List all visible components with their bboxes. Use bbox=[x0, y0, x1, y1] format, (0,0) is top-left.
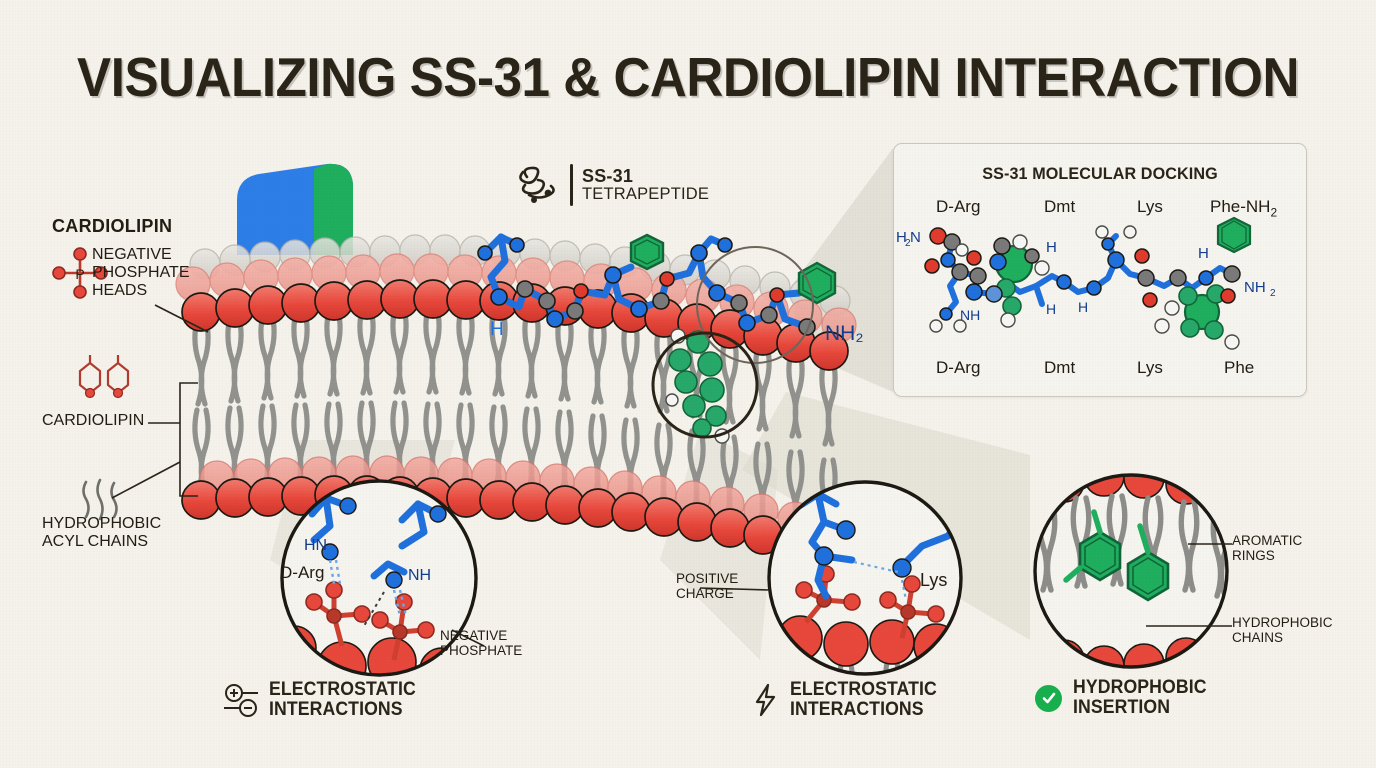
ss31-key-divider bbox=[570, 164, 573, 206]
svg-text:Lys: Lys bbox=[920, 570, 947, 590]
peptide-h-label: H bbox=[490, 319, 504, 340]
callout-electrostatic-lys: Lys bbox=[699, 480, 963, 676]
inserted-aromatic-cluster bbox=[665, 328, 730, 444]
callout-electrostatic-d-arg: HN NH D-Arg bbox=[280, 479, 485, 677]
svg-text:D-Arg: D-Arg bbox=[280, 563, 324, 582]
callout-1-caption-text: ELECTROSTATIC INTERACTIONS bbox=[269, 679, 416, 721]
legend-heading: CARDIOLIPIN bbox=[52, 216, 173, 236]
callout-3-annotation-top: AROMATIC RINGS bbox=[1232, 533, 1303, 564]
callout-hydrophobic-insertion bbox=[1033, 473, 1232, 669]
dock-top-label-3: Phe-NH2 bbox=[1210, 197, 1278, 220]
ss31-peptide-on-membrane: H NH₂ bbox=[477, 233, 863, 345]
legend-label-phosphate-heads: NEGATIVE PHOSPHATE HEADS bbox=[92, 246, 190, 299]
peptide-nh2-label: NH₂ bbox=[825, 322, 863, 345]
page-title: VISUALIZING SS-31 & CARDIOLIPIN INTERACT… bbox=[77, 46, 1299, 108]
svg-text:P: P bbox=[75, 266, 84, 282]
acyl-chains-icon bbox=[82, 478, 118, 521]
svg-text:NH: NH bbox=[960, 307, 980, 323]
svg-text:HN: HN bbox=[304, 537, 327, 554]
callout-2-annotation: POSITIVE CHARGE bbox=[676, 571, 739, 602]
ss31-key-name: SS-31 bbox=[582, 165, 634, 186]
dock-bottom-label-2: Lys bbox=[1137, 358, 1163, 377]
svg-text:NH: NH bbox=[408, 567, 431, 584]
plus-minus-charge-icon bbox=[224, 684, 258, 718]
svg-text:H: H bbox=[1046, 301, 1056, 317]
callout-2-caption: ELECTROSTATIC INTERACTIONS bbox=[753, 679, 948, 721]
callout-3-caption-text: HYDROPHOBIC INSERTION bbox=[1073, 677, 1207, 719]
legend-label-cardiolipin: CARDIOLIPIN bbox=[42, 412, 145, 429]
cardiolipin-molecule-icon bbox=[78, 355, 130, 399]
callout-1-caption: ELECTROSTATIC INTERACTIONS bbox=[224, 679, 427, 721]
lipid-bilayer bbox=[175, 163, 857, 571]
legend-leader-lines bbox=[111, 304, 209, 499]
membrane-protein-icon bbox=[237, 163, 353, 255]
svg-text:N: N bbox=[910, 229, 921, 246]
legend-label-acyl-chains: HYDROPHOBIC ACYL CHAINS bbox=[42, 515, 162, 550]
lightning-bolt-icon bbox=[755, 684, 776, 717]
peptide-squiggle-icon bbox=[519, 166, 555, 203]
svg-text:H: H bbox=[1046, 239, 1057, 256]
membrane-zoom-circles bbox=[651, 246, 814, 439]
callout-3-annotation-bottom: HYDROPHOBIC CHAINS bbox=[1232, 615, 1333, 646]
dock-top-label-0: D-Arg bbox=[936, 197, 981, 216]
ss31-key: SS-31 TETRAPEPTIDE bbox=[517, 163, 709, 207]
phosphate-icon: P bbox=[52, 247, 108, 299]
svg-text:NH: NH bbox=[1244, 279, 1266, 296]
svg-text:2: 2 bbox=[1270, 288, 1276, 299]
docking-panel: SS-31 MOLECULAR DOCKING D-Arg Dmt Lys Ph… bbox=[893, 143, 1307, 397]
dock-bottom-label-0: D-Arg bbox=[936, 358, 981, 377]
dock-bottom-label-1: Dmt bbox=[1044, 358, 1076, 377]
callout-2-caption-text: ELECTROSTATIC INTERACTIONS bbox=[790, 679, 937, 721]
docking-molecule: H2N NH H H H H NH2 bbox=[896, 216, 1276, 350]
svg-text:2: 2 bbox=[905, 238, 911, 249]
dock-top-label-2: Lys bbox=[1137, 197, 1163, 216]
callout-3-caption: HYDROPHOBIC INSERTION bbox=[1035, 677, 1217, 719]
ss31-key-subtitle: TETRAPEPTIDE bbox=[582, 184, 710, 203]
callout-1-annotation: NEGATIVE PHOSPHATE bbox=[440, 628, 523, 659]
svg-text:H: H bbox=[1198, 245, 1209, 262]
dock-top-label-1: Dmt bbox=[1044, 197, 1076, 216]
check-circle-icon bbox=[1035, 684, 1062, 712]
phosphate-head-row-upper bbox=[181, 279, 849, 371]
dock-bottom-label-3: Phe bbox=[1224, 358, 1255, 377]
svg-text:H: H bbox=[896, 229, 907, 246]
svg-text:H: H bbox=[1078, 299, 1088, 315]
docking-panel-title: SS-31 MOLECULAR DOCKING bbox=[982, 164, 1218, 183]
